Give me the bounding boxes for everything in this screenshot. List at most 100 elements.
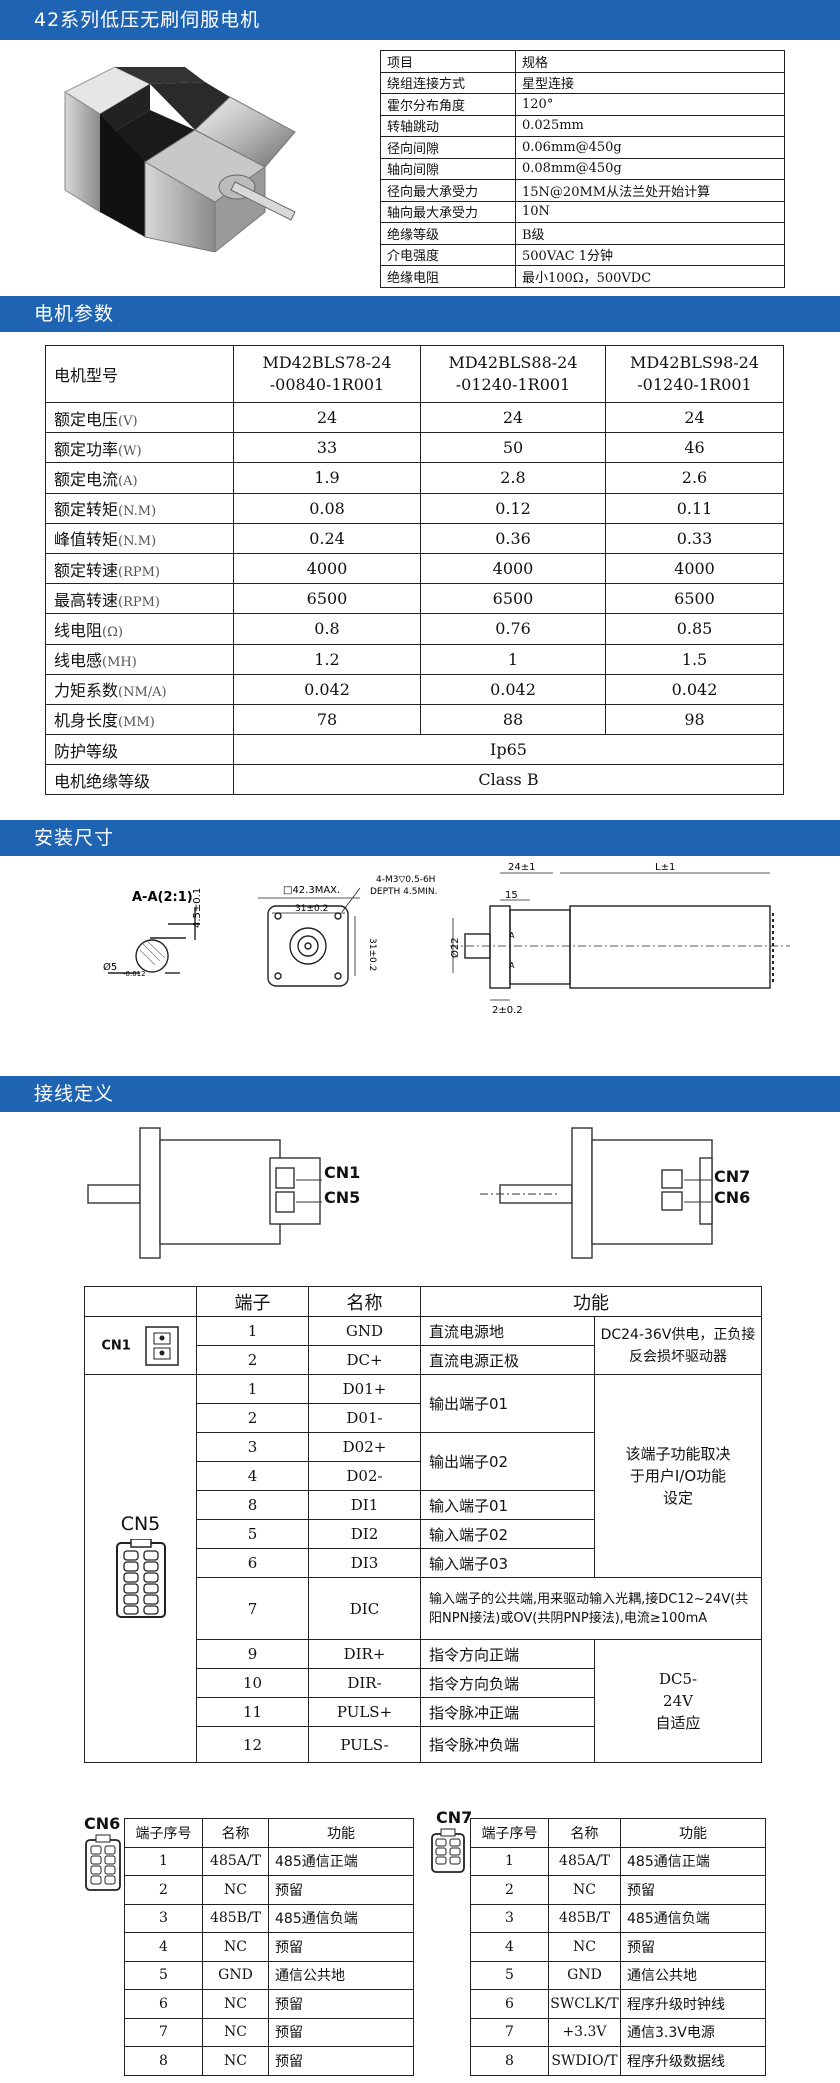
protection-label: 防护等级 (45, 734, 234, 766)
pin-function: 预留 (620, 1932, 766, 1962)
param-name: 额定功率 (54, 439, 119, 459)
cn5-pulsm-pin: 12 (196, 1726, 309, 1763)
wiring-table: 端子 名称 功能 CN1 1 GND 直流电源地 DC24-36V供电，正负接反… (84, 1286, 762, 1763)
motor-photo (63, 66, 296, 252)
param-name: 线电感 (54, 651, 103, 671)
spec-value: 0.08mm@450g (515, 157, 785, 180)
param-value: 1 (420, 643, 606, 675)
param-label: 额定电压(V) (45, 401, 234, 434)
cn6-table-label: CN6 (84, 1814, 121, 1833)
spec-row: 绕组连接方式星型连接 (380, 71, 785, 94)
io-note: 该端子功能取决于用户I/O功能设定 (594, 1374, 762, 1578)
cn5-connector-icon (115, 1537, 166, 1618)
spec-value: 最小100Ω，500VDC (515, 265, 785, 288)
cn5-pulsp-pin: 11 (196, 1697, 309, 1727)
mark-a2: A (509, 961, 515, 970)
dim-2: 2±0.2 (492, 1005, 523, 1016)
header-cell: 端子序号 (470, 1818, 549, 1848)
param-value: 6500 (233, 583, 421, 615)
pin-name: NC (202, 2017, 269, 2047)
param-value: 0.8 (233, 613, 421, 645)
param-unit: (A) (118, 473, 138, 489)
param-label: 机身长度(MM) (45, 703, 234, 736)
param-value: 78 (233, 703, 421, 736)
pin-number: 8 (124, 2046, 203, 2076)
cn1-r1-func: 直流电源地 (420, 1316, 595, 1346)
model-label: 电机型号 (45, 345, 234, 403)
param-label: 线电阻(Ω) (45, 613, 234, 645)
param-value: 24 (605, 401, 784, 434)
table-header: 端子序号名称功能 (124, 1818, 414, 1848)
pin-number: 8 (470, 2046, 549, 2076)
param-name: 线电阻 (54, 620, 103, 640)
param-value: 0.042 (605, 673, 784, 705)
cn6-connector-icon (85, 1834, 121, 1891)
param-name: 最高转速 (54, 590, 119, 610)
pin-number: 1 (124, 1846, 203, 1876)
pin-name: NC (202, 1875, 269, 1905)
wiring-motor-drawings (87, 1127, 713, 1259)
spec-value: 10N (515, 200, 785, 223)
param-name: 额定转速 (54, 560, 119, 580)
param-value: 0.76 (420, 613, 606, 645)
param-label: 力矩系数(NM/A) (45, 673, 234, 705)
model-1: MD42BLS78-24-00840-1R001 (233, 345, 421, 403)
pin-function: 预留 (268, 1875, 414, 1905)
param-value: 46 (605, 432, 784, 464)
cn5-di3-pin: 6 (196, 1548, 309, 1578)
param-label: 额定转矩(N.M) (45, 492, 234, 524)
cn5-r2-pin: 2 (196, 1403, 309, 1433)
spec-row: 项目规格 (380, 50, 785, 73)
pin-number: 7 (470, 2017, 549, 2047)
param-name: 额定电流 (54, 469, 119, 489)
pin-number: 6 (124, 1989, 203, 2019)
cn7-label: CN7 (714, 1167, 751, 1186)
spec-value: 15N@20MM从法兰处开始计算 (515, 179, 785, 202)
spec-item: 绕组连接方式 (380, 71, 516, 94)
dim-423: □42.3MAX. (283, 885, 340, 896)
cn7-connector-icon (431, 1828, 465, 1873)
cn5-dirp-name: DIR+ (308, 1639, 421, 1669)
spec-item: 轴向间隙 (380, 157, 516, 180)
spec-value: 0.06mm@450g (515, 136, 785, 159)
pin-number: 2 (124, 1875, 203, 1905)
cn5-di3-name: DI3 (308, 1548, 421, 1578)
header-cell: 端子序号 (124, 1818, 203, 1848)
param-unit: (RPM) (118, 594, 161, 610)
section-aa-label: A-A(2:1) (132, 890, 193, 905)
dim-L: L±1 (655, 862, 675, 873)
param-label: 峰值转矩(N.M) (45, 522, 234, 554)
cn5-r2-name: D01- (308, 1403, 421, 1433)
out2-func: 输出端子02 (420, 1432, 595, 1491)
header-cell: 功能 (620, 1818, 766, 1848)
pin-number: 7 (124, 2017, 203, 2047)
param-unit: (N.M) (118, 534, 157, 550)
pin-function: 预留 (268, 1989, 414, 2019)
cn5-di1-func: 输入端子01 (420, 1490, 595, 1520)
spec-item: 绝缘等级 (380, 222, 516, 245)
param-label: 额定转速(RPM) (45, 552, 234, 585)
cn5-dirp-pin: 9 (196, 1639, 309, 1669)
spec-value: B级 (515, 222, 785, 245)
param-value: 4000 (420, 552, 606, 585)
pin-number: 6 (470, 1989, 549, 2019)
cn5-pulsm-func: 指令脉冲负端 (420, 1726, 595, 1763)
pin-number: 4 (470, 1932, 549, 1962)
cn5-dirm-name: DIR- (308, 1668, 421, 1698)
pin-name: GND (202, 1960, 269, 1990)
